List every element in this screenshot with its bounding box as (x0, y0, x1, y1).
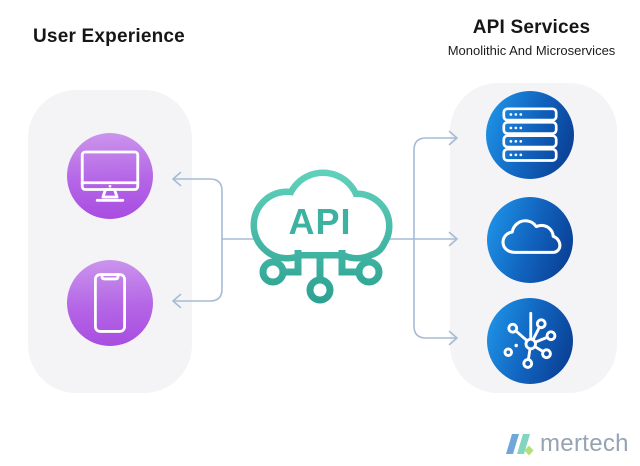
smartphone-circle (67, 260, 153, 346)
logo-slash-mint (517, 434, 530, 454)
user-experience-title: User Experience (33, 26, 185, 47)
desktop-icon (80, 150, 140, 202)
mertech-logo-icon (506, 434, 534, 456)
desktop-circle (67, 133, 153, 219)
logo-slash-blue (506, 434, 519, 454)
mertech-logo-text: mertech (540, 430, 629, 457)
api-services-subtitle: Monolithic And Microservices (447, 43, 616, 58)
smartphone-icon (94, 273, 126, 333)
logo-diamond-green (524, 445, 534, 456)
api-services-heading: API Services Monolithic And Microservice… (433, 17, 630, 58)
mertech-logo: mertech (501, 430, 629, 458)
microservices-circle (487, 298, 573, 384)
api-services-title: API Services (472, 17, 591, 38)
cloud-icon (501, 219, 562, 254)
api-cloud-icon: API (250, 169, 393, 304)
microservices-icon (503, 311, 557, 369)
api-label: API (288, 201, 351, 242)
right-connector-arrows (379, 130, 458, 346)
server-stack-icon (502, 107, 558, 162)
server-circle (486, 91, 574, 179)
cloud-service-circle (487, 197, 573, 283)
